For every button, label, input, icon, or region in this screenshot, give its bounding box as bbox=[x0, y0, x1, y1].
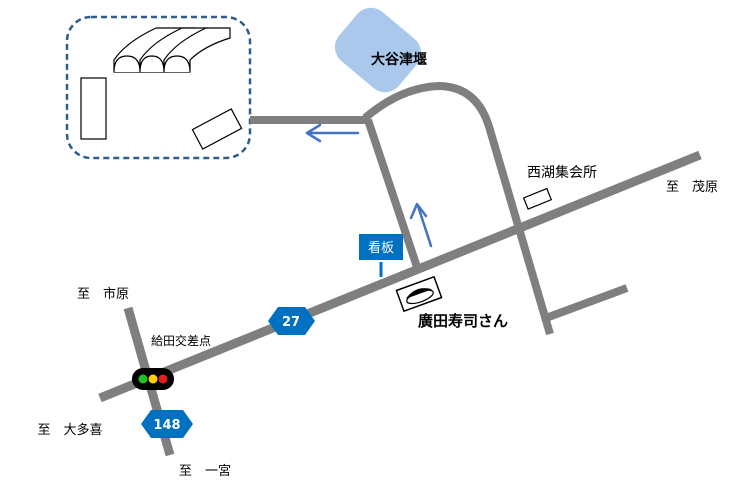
pond-area bbox=[334, 7, 422, 93]
arrow-up-head bbox=[409, 202, 428, 220]
community-hall-label: 西湖集会所 bbox=[527, 164, 597, 181]
to-otaki-label: 至 大多喜 bbox=[37, 422, 102, 438]
direction-arrows bbox=[305, 123, 433, 248]
signboard bbox=[359, 234, 403, 260]
to-mohara-label: 至 茂原 bbox=[666, 180, 718, 195]
route-27-number: 27 bbox=[282, 315, 300, 330]
community-hall-building bbox=[522, 187, 553, 210]
shop-label: 廣田寿司さん bbox=[418, 312, 508, 330]
to-ichinomiya-label: 至 一宮 bbox=[179, 463, 231, 479]
side-road bbox=[544, 284, 629, 322]
traffic-signal-icon bbox=[132, 368, 174, 390]
loop-road bbox=[362, 81, 554, 336]
access-road bbox=[364, 118, 422, 272]
greenhouse-icon bbox=[113, 27, 231, 73]
arrow-up bbox=[416, 204, 433, 248]
route-27-badge bbox=[268, 307, 315, 335]
signboard-label: 看板 bbox=[368, 240, 394, 256]
to-ichihara-label: 至 市原 bbox=[77, 286, 129, 302]
route-148-number: 148 bbox=[153, 418, 180, 433]
sushi-shop-icon bbox=[395, 275, 443, 313]
route-148-badge bbox=[141, 410, 193, 438]
parking-building-vertical bbox=[80, 77, 107, 140]
pond-label: 大谷津堰 bbox=[371, 51, 427, 68]
parking-building-tilted bbox=[191, 108, 243, 150]
main-road bbox=[98, 150, 702, 403]
arrow-left-head bbox=[305, 123, 322, 143]
intersection-label: 給田交差点 bbox=[151, 333, 211, 348]
